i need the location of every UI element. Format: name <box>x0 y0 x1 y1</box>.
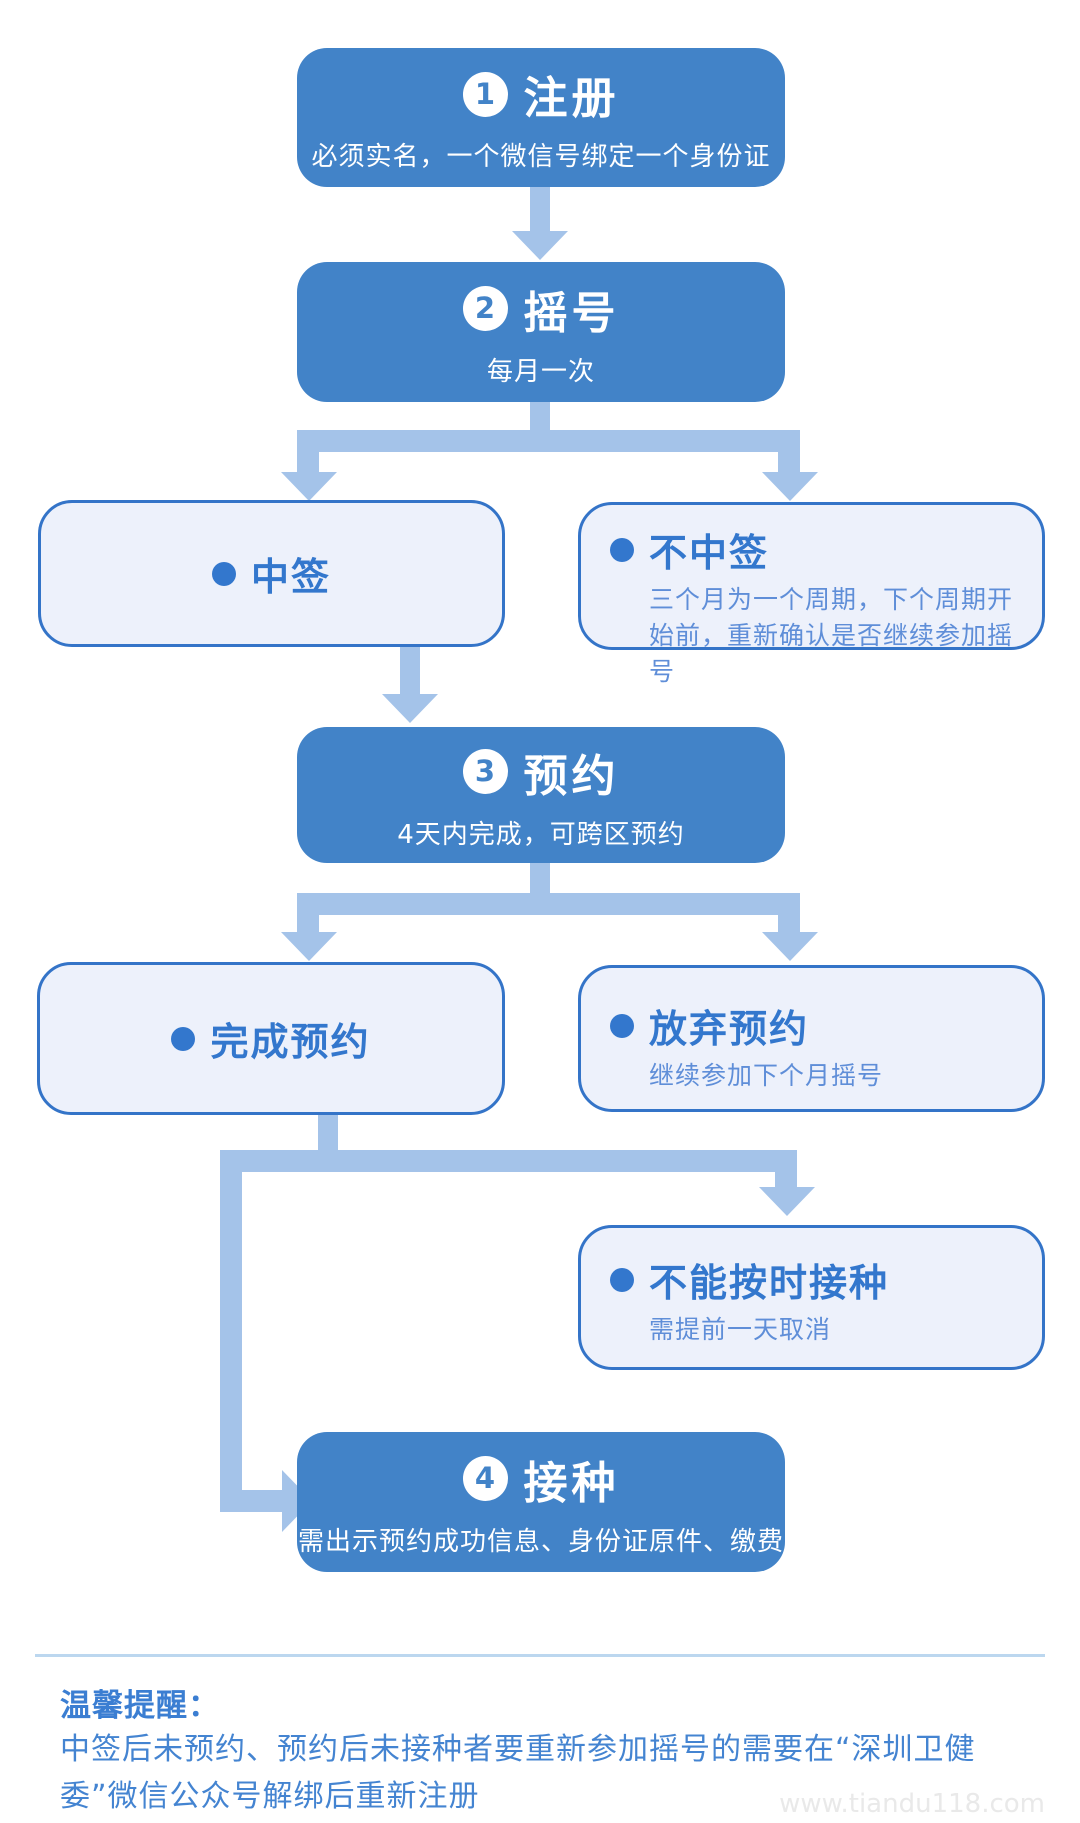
step1-title: 注册 <box>523 73 620 124</box>
branch-cannot-box: 不能按时接种 需提前一天取消 <box>578 1225 1045 1370</box>
step1-register-box: 1 注册 必须实名，一个微信号绑定一个身份证 <box>297 48 785 187</box>
branch-win-box: 中签 <box>38 500 505 647</box>
step4-vaccinate-box: 4 接种 需出示预约成功信息、身份证原件、缴费 <box>297 1432 785 1572</box>
branch-done-title-row: 完成预约 <box>171 1011 370 1066</box>
step1-title-row: 1 注册 <box>462 62 620 126</box>
connector-step3-left-stem <box>297 915 319 933</box>
step3-appointment-box: 3 预约 4天内完成，可跨区预约 <box>297 727 785 863</box>
step2-subtitle: 每月一次 <box>486 356 595 387</box>
connector-step2-stub <box>530 402 550 430</box>
connector-step3-bar <box>297 893 800 915</box>
arrow-down-icon <box>762 932 818 961</box>
reminder-title: 温馨提醒： <box>60 1688 220 1724</box>
branch-giveup-title: 放弃预约 <box>649 1007 810 1051</box>
branch-lose-box: 不中签 三个月为一个周期，下个周期开始前，重新确认是否继续参加摇号 <box>578 502 1045 686</box>
connector-done-right-stem <box>775 1172 797 1188</box>
step4-title: 接种 <box>523 1457 620 1509</box>
reminder-body: 中签后未预约、预约后未接种者要重新参加摇号的需要在“深圳卫健委”微信公众号解绑后… <box>60 1732 976 1814</box>
arrow-down-icon <box>512 231 568 260</box>
step3-title: 预约 <box>523 750 620 802</box>
step2-lottery-box: 2 摇号 每月一次 <box>297 262 785 402</box>
branch-lose-detail: 三个月为一个周期，下个周期开始前，重新确认是否继续参加摇号 <box>649 585 1014 686</box>
step2-number-badge-icon: 2 <box>462 286 508 331</box>
connector-win-step3-stem <box>400 647 420 694</box>
branch-done-box: 完成预约 <box>37 962 505 1115</box>
step4-title-row: 4 接种 <box>462 1447 620 1511</box>
step3-number-badge-icon: 3 <box>462 749 508 794</box>
step2-title-row: 2 摇号 <box>462 277 620 341</box>
arrow-down-icon <box>762 472 818 501</box>
connector-step2-bar <box>297 430 800 452</box>
branch-cannot-title: 不能按时接种 <box>649 1261 890 1305</box>
branch-giveup-title-row: 放弃预约 <box>610 998 1024 1053</box>
bullet-icon <box>610 1013 634 1038</box>
bullet-icon <box>171 1026 196 1051</box>
connector-done-left-elbow <box>220 1490 282 1512</box>
step3-title-row: 3 预约 <box>462 740 620 804</box>
branch-done-title: 完成预约 <box>210 1020 371 1064</box>
connector-step2-left-stem <box>297 452 319 473</box>
branch-giveup-box: 放弃预约 继续参加下个月摇号 <box>578 965 1045 1112</box>
step1-number-badge-icon: 1 <box>462 71 508 117</box>
connector-done-stub <box>318 1115 338 1150</box>
arrow-down-icon <box>759 1187 815 1216</box>
footer-divider <box>35 1654 1045 1657</box>
connector-done-left-vertical <box>220 1172 242 1512</box>
branch-win-title: 中签 <box>250 555 331 599</box>
step2-title: 摇号 <box>523 287 620 339</box>
step4-number-badge-icon: 4 <box>462 1456 508 1501</box>
connector-step3-right-stem <box>778 915 800 933</box>
branch-cannot-title-row: 不能按时接种 <box>610 1252 1024 1307</box>
step3-subtitle: 4天内完成，可跨区预约 <box>397 819 685 850</box>
connector-done-bar <box>220 1150 797 1172</box>
arrow-down-icon <box>382 694 438 723</box>
branch-win-title-row: 中签 <box>211 546 331 601</box>
step4-subtitle: 需出示预约成功信息、身份证原件、缴费 <box>297 1526 784 1557</box>
branch-lose-title-row: 不中签 <box>610 522 1024 577</box>
arrow-down-icon <box>281 932 337 961</box>
branch-cannot-detail: 需提前一天取消 <box>649 1315 832 1344</box>
connector-step1-step2-stem <box>530 187 550 231</box>
bullet-icon <box>610 537 634 562</box>
watermark-text: www.tiandu118.com <box>779 1789 1045 1819</box>
connector-step2-right-stem <box>778 452 800 473</box>
branch-giveup-detail: 继续参加下个月摇号 <box>649 1061 884 1090</box>
branch-lose-title: 不中签 <box>649 531 770 575</box>
bullet-icon <box>610 1267 634 1292</box>
arrow-down-icon <box>281 472 337 501</box>
step1-subtitle: 必须实名，一个微信号绑定一个身份证 <box>311 142 771 172</box>
connector-step3-stub <box>530 863 550 893</box>
bullet-icon <box>211 561 236 586</box>
